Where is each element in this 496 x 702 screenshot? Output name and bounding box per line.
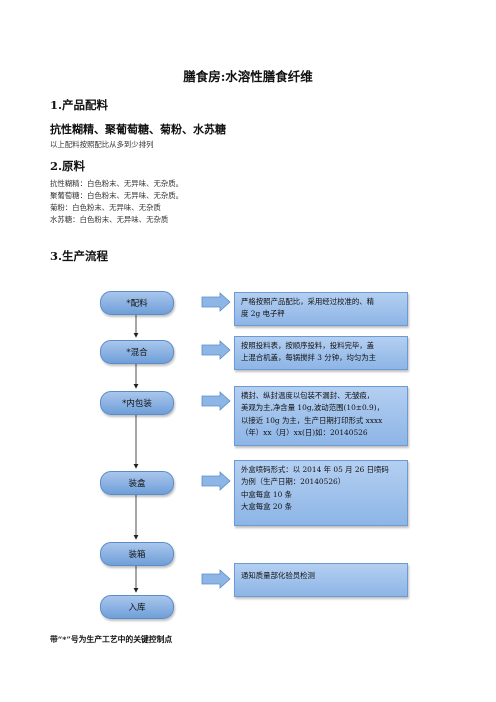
- note-line: （年）xx（月）xx(日)如：20140526: [241, 427, 368, 437]
- page-title: 膳食房:水溶性膳食纤维: [183, 69, 313, 84]
- flow-step-mixing: *混合: [100, 340, 174, 364]
- ingredients-note: 以上配料按照配比从多到少排列: [50, 140, 154, 149]
- note-line: 严格按照产品配比，采用经过校准的、精: [241, 297, 375, 306]
- flow-step-warehousing: 入库: [100, 595, 174, 619]
- flow-block-arrow: [201, 292, 231, 312]
- flow-step-inner-packing: *内包装: [100, 391, 174, 415]
- flow-block-arrow: [201, 471, 231, 491]
- raw-material-line: 水苏糖：白色粉末、无异味、无杂质: [50, 215, 169, 224]
- note-line: 大盒每盒 20 条: [241, 501, 293, 511]
- note-line: 上混合机盖，每锅搅拌 3 分钟，均匀为主: [241, 353, 377, 363]
- note-line: 横封、纵封温度以包装不漏封、无皱痕，: [241, 391, 375, 400]
- raw-material-line: 抗性糊精：白色粉末、无异味、无杂质。: [50, 179, 184, 188]
- note-line: 以接近 10g 为主，生产日期打印形式 xxxx: [241, 415, 383, 425]
- note-line: 为例（生产日期：20140526）: [241, 477, 346, 487]
- note-line: 美观为主,净含量 10g,波动范围(10±0.9)，: [241, 403, 384, 413]
- ingredients-list: 抗性糊精、聚葡萄糖、菊粉、水苏糖: [50, 123, 226, 136]
- flow-block-arrow: [201, 569, 231, 589]
- flow-step-boxing: 装盒: [100, 471, 174, 495]
- raw-materials-list: 抗性糊精：白色粉末、无异味、无杂质。 聚葡萄糖：白色粉末、无异味、无杂质。 菊粉…: [50, 178, 183, 226]
- note-inner-packing: 横封、纵封温度以包装不漏封、无皱痕， 美观为主,净含量 10g,波动范围(10±…: [234, 386, 408, 446]
- note-boxing: 外盒喷码形式：以 2014 年 05 月 26 日喷码 为例（生产日期：2014…: [234, 460, 408, 526]
- flow-step-batching: *配料: [100, 291, 174, 315]
- note-mixing: 按照投料表，按顺序投料，投料完毕，盖 上混合机盖，每锅搅拌 3 分钟，均匀为主: [234, 336, 408, 370]
- raw-material-line: 聚葡萄糖：白色粉末、无异味、无杂质。: [50, 191, 184, 200]
- section2-heading: 2.原料: [50, 159, 86, 173]
- flow-block-arrow: [201, 340, 231, 360]
- note-line: 按照投料表，按顺序投料，投料完毕，盖: [241, 341, 375, 350]
- note-line: 通知质量部化验员检测: [241, 571, 315, 580]
- raw-material-line: 菊粉：白色粉末、无异味、无杂质: [50, 203, 161, 212]
- section3-heading: 3.生产流程: [50, 249, 109, 263]
- note-batching: 严格按照产品配比，采用经过校准的、精 度 2g 电子秤: [234, 292, 408, 326]
- flow-block-arrow: [201, 391, 231, 411]
- note-line: 度 2g 电子秤: [241, 309, 285, 319]
- note-line: 外盒喷码形式：以 2014 年 05 月 26 日喷码: [241, 465, 389, 474]
- section1-heading: 1.产品配料: [50, 98, 109, 112]
- note-casing: 通知质量部化验员检测: [234, 563, 408, 597]
- note-line: 中盒每盒 10 条: [241, 489, 293, 499]
- flow-step-casing: 装箱: [100, 542, 174, 566]
- key-control-footnote: 带“*”号为生产工艺中的关键控制点: [50, 635, 173, 644]
